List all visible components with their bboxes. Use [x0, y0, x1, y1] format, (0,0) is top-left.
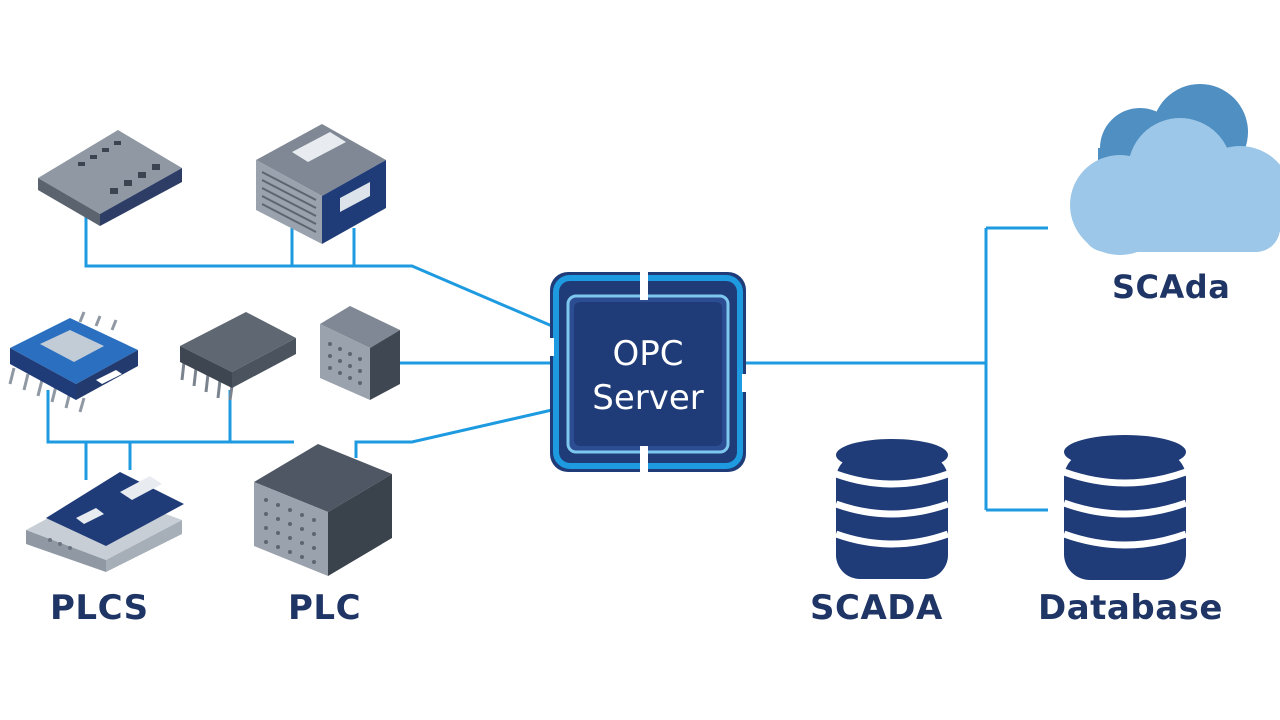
- plc-module-icon: [8, 311, 138, 413]
- opc-server-label-line1: OPC: [612, 334, 684, 374]
- database-icon: [834, 439, 950, 579]
- link-middle-bus: [46, 390, 294, 444]
- scada-label: SCADA: [810, 588, 943, 628]
- link-top-devices-bus: [84, 215, 553, 328]
- cloud-label: SCAda: [1112, 268, 1231, 306]
- opc-server-icon[interactable]: [544, 270, 752, 476]
- cloud-icon: [1070, 84, 1280, 255]
- server-rack-icon: [256, 124, 386, 244]
- plcs-label: PLCS: [50, 588, 149, 628]
- link-serverbox-to-server: [354, 408, 553, 458]
- plc-label: PLC: [288, 588, 362, 628]
- switch-device-icon: [38, 130, 182, 226]
- server-box-icon: [254, 444, 392, 576]
- opc-server-label-line2: Server: [592, 378, 704, 418]
- card-device-icon: [26, 472, 184, 572]
- cube-device-icon: [320, 306, 400, 400]
- database-icon: [1062, 435, 1188, 580]
- chip-device-icon: [180, 312, 296, 401]
- database-label: Database: [1038, 588, 1223, 628]
